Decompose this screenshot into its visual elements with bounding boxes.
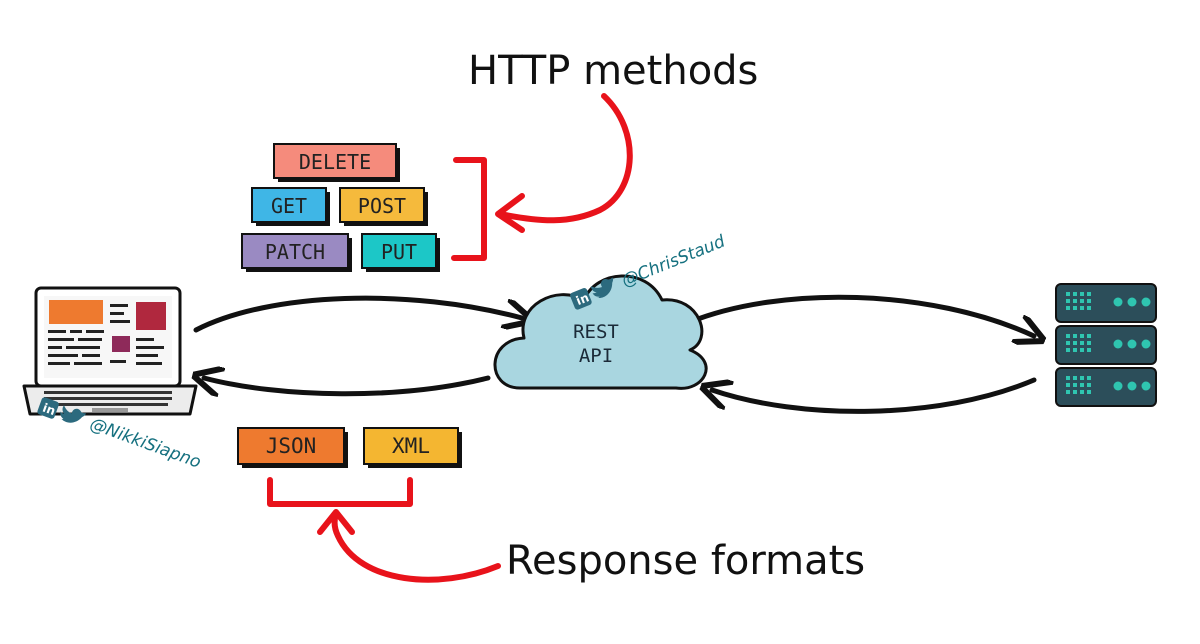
linkedin-icon: in	[570, 287, 592, 310]
laptop-icon	[22, 286, 198, 416]
method-box-post: POST	[339, 187, 428, 226]
method-label-post: POST	[358, 194, 406, 218]
linkedin-icon: in	[37, 397, 59, 419]
format-box-json: JSON	[237, 427, 348, 468]
response-formats-title: Response formats	[506, 538, 865, 584]
svg-text:in: in	[574, 290, 591, 308]
method-label-delete: DELETE	[299, 150, 371, 174]
request-arrow-client-to-api	[193, 295, 522, 333]
method-box-delete: DELETE	[273, 143, 400, 182]
request-arrow-api-to-server	[687, 294, 1034, 336]
cloud-label-rest: REST	[573, 321, 619, 343]
svg-text:in: in	[41, 401, 58, 418]
method-box-put: PUT	[361, 233, 440, 272]
method-box-patch: PATCH	[241, 233, 352, 272]
format-label-xml: XML	[392, 434, 430, 458]
response-formats-bracket	[267, 477, 413, 507]
format-label-json: JSON	[266, 434, 317, 458]
cloud-label-api: API	[579, 345, 613, 367]
response-formats-pointer-arrow	[317, 509, 501, 583]
twitter-icon	[60, 405, 86, 423]
http-methods-title: HTTP methods	[468, 48, 758, 94]
response-arrow-server-to-api	[712, 377, 1037, 414]
http-methods-bracket	[451, 157, 487, 261]
cloud-icon: REST API	[493, 274, 708, 390]
handle-chris-staud: @ChrisStaud	[619, 232, 728, 292]
method-label-put: PUT	[381, 240, 417, 264]
method-label-patch: PATCH	[265, 240, 325, 264]
twitter-icon	[590, 277, 614, 299]
method-box-get: GET	[251, 187, 330, 226]
format-box-xml: XML	[363, 427, 462, 468]
http-methods-pointer-arrow	[495, 93, 633, 233]
response-arrow-api-to-client	[204, 378, 491, 394]
server-icon	[1055, 283, 1157, 407]
handle-nikki-siapno: @NikkiSiapno	[87, 414, 204, 473]
method-label-get: GET	[271, 194, 307, 218]
